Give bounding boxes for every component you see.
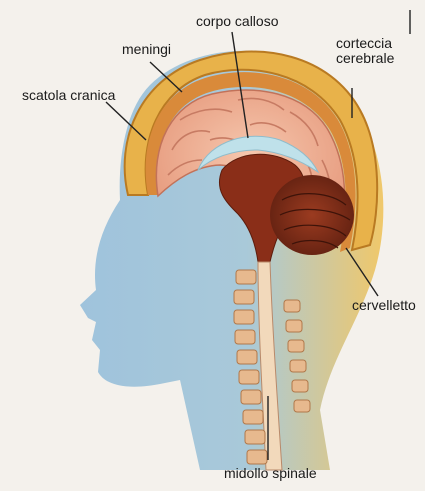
label-corteccia-cerebrale: corteccia cerebrale (336, 36, 394, 67)
label-corpo-calloso: corpo calloso (196, 14, 279, 29)
label-meningi: meningi (122, 42, 171, 57)
label-scatola-cranica: scatola cranica (22, 88, 115, 103)
label-cervelletto: cervelletto (352, 298, 416, 313)
label-midollo-spinale: midollo spinale (224, 466, 317, 481)
